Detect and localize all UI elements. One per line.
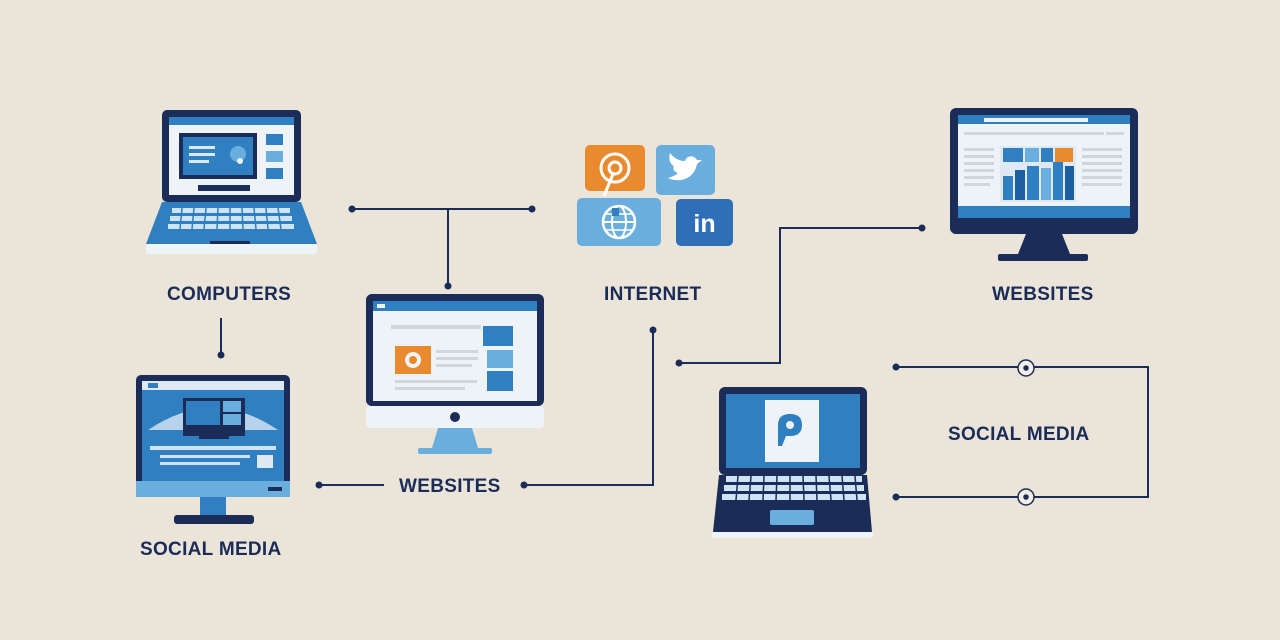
monitor-icon-top-right — [950, 108, 1138, 261]
linkedin-icon: in — [676, 199, 733, 246]
linkedin-icon-text: in — [693, 210, 715, 238]
label-websites-top-right: WEBSITES — [992, 284, 1094, 305]
laptop-icon-bottom-right — [712, 387, 873, 538]
connector-rings — [1017, 359, 1035, 506]
laptop-icon — [146, 110, 317, 254]
pinterest-icon — [585, 145, 645, 197]
globe-icon — [577, 198, 661, 246]
monitor-icon-websites — [366, 294, 544, 454]
connector-websites-to-internet — [524, 330, 654, 486]
twitter-icon — [656, 145, 715, 195]
monitor-icon — [136, 375, 290, 524]
label-internet: INTERNET — [604, 284, 702, 305]
label-social-media-right: SOCIAL MEDIA — [948, 424, 1090, 445]
connectors — [220, 208, 1149, 498]
connector-nodes — [217, 205, 926, 501]
connector-internet-to-websites — [679, 227, 922, 364]
label-social-media-left: SOCIAL MEDIA — [140, 539, 282, 560]
label-websites-center: WEBSITES — [399, 476, 501, 497]
label-computers: COMPUTERS — [167, 284, 292, 305]
